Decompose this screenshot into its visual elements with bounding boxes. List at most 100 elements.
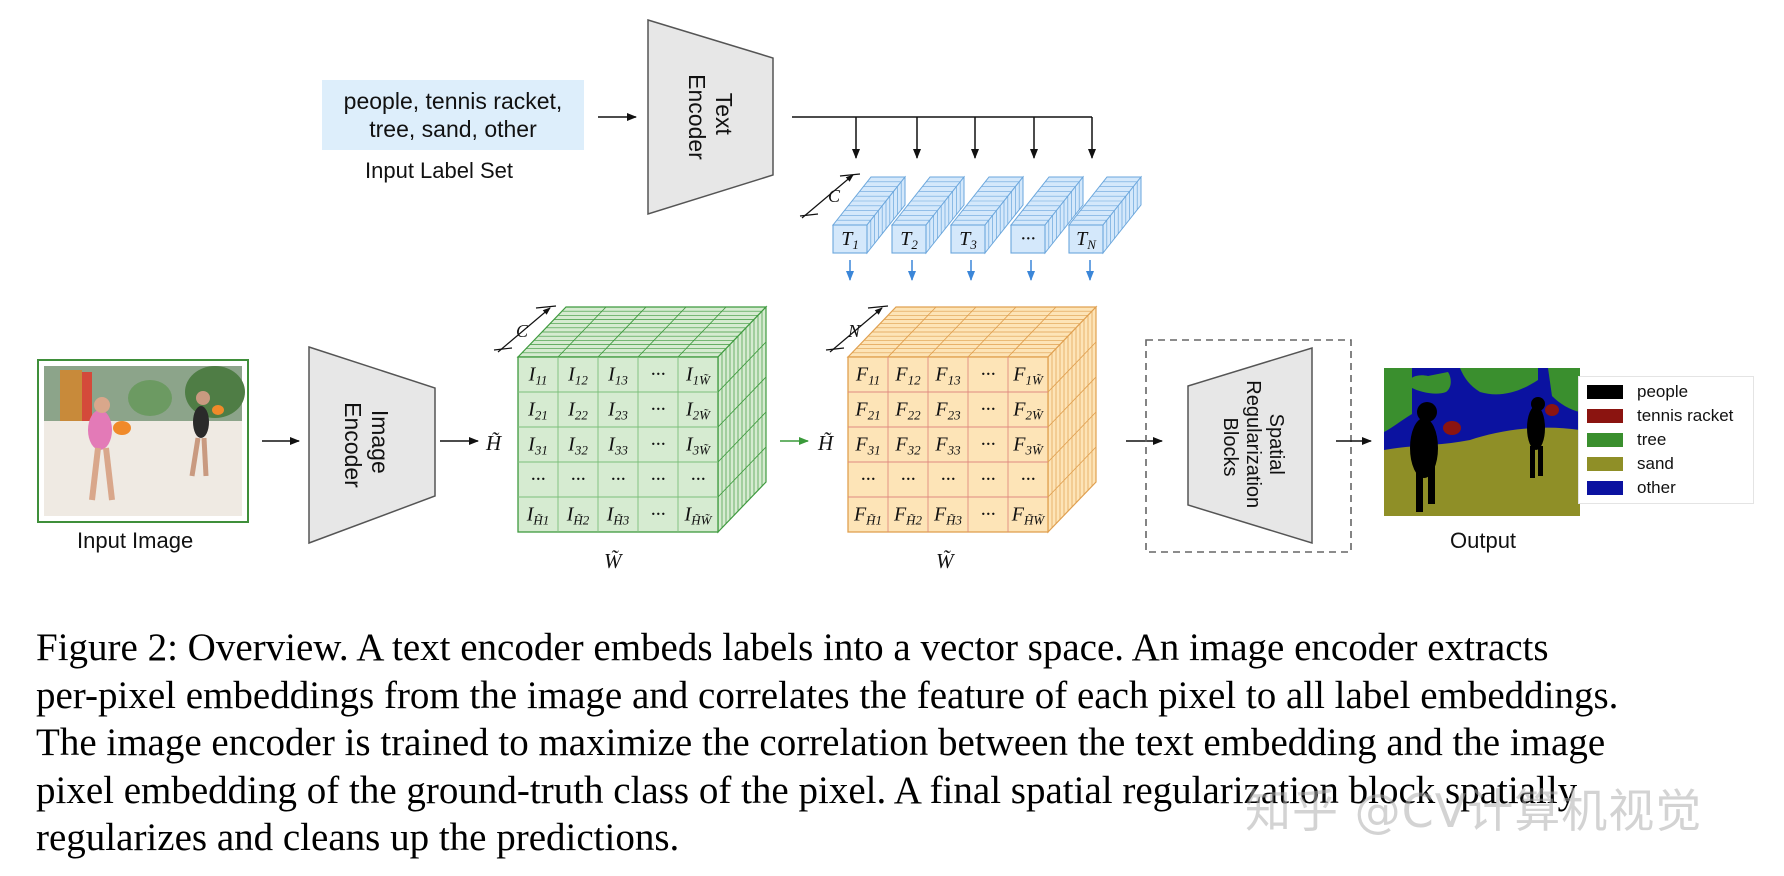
correlation-cell-1-4: ···: [981, 364, 996, 386]
correlation-cell-2-2: F22: [894, 399, 921, 423]
correlation-cell-5-5: FH̃W̃: [1011, 504, 1046, 528]
output-legend: people tennis racket tree sand other: [1578, 376, 1754, 504]
input-image: [37, 359, 249, 523]
image-embedding-cell-3-1: I31: [527, 434, 548, 458]
image-embedding-cell-2-4: ···: [651, 399, 666, 421]
correlation-depth: N: [825, 305, 889, 353]
input-label-line-2: tree, sand, other: [369, 116, 537, 142]
image-embedding-cell-2-3: I23: [607, 399, 628, 423]
correlation-cell-5-3: FH̃3: [933, 504, 963, 528]
correlation-cell-4-4: ···: [981, 469, 996, 491]
legend-swatch-sand: [1587, 457, 1623, 471]
text-embedding-bus: [792, 116, 1096, 159]
spatial-dashed-box: [1145, 339, 1352, 553]
image-embedding-cell-5-3: IH̃3: [606, 504, 630, 528]
image-embedding-cell-1-3: I13: [607, 364, 628, 388]
image-embedding-cell-1-1: I11: [528, 364, 548, 388]
image-embedding-cell-3-3: I33: [607, 434, 628, 458]
correlation-cell-5-4: ···: [981, 504, 996, 526]
legend-swatch-people: [1587, 385, 1623, 399]
overview-diagram: Text Encoder T1 T2 T3 ··· TN C: [37, 18, 1580, 573]
text-embedding-5: TN: [1067, 175, 1143, 255]
correlation-cell-3-1: F31: [854, 434, 880, 458]
image-embedding-cell-3-4: ···: [651, 434, 666, 456]
image-encoder-label: Image Encoder: [340, 402, 393, 488]
text-encoder: Text Encoder: [647, 18, 774, 216]
correlation-cell-1-5: F1W̃: [1012, 364, 1044, 388]
image-embedding-cell-3-5: I3W̃: [685, 434, 711, 458]
caption-line-4: pixel embedding of the ground-truth clas…: [36, 768, 1578, 812]
image-embedding-cell-5-4: ···: [651, 504, 666, 526]
spatial-trapezoid: [1187, 346, 1313, 545]
image-embedding-cell-1-5: I1W̃: [685, 364, 711, 388]
text-encoder-trapezoid: [647, 18, 774, 216]
correlation-cell-1-1: F11: [855, 364, 880, 388]
image-embedding-depth-label: C: [516, 321, 529, 341]
correlation-cell-4-1: ···: [861, 469, 876, 491]
correlation-cell-3-5: F3W̃: [1012, 434, 1044, 458]
correlation-cell-2-5: F2W̃: [1012, 399, 1044, 423]
legend-swatch-tree: [1587, 433, 1623, 447]
output-segmentation: [1384, 368, 1580, 516]
correlation-cell-3-2: F32: [894, 434, 921, 458]
blue-arrows: [846, 260, 1094, 281]
image-embedding-cell-2-5: I2W̃: [685, 399, 711, 423]
image-encoder: Image Encoder: [308, 345, 436, 545]
text-embedding-2: T2: [890, 175, 966, 255]
correlation-cell-4-2: ···: [901, 469, 916, 491]
correlation-cell-2-1: F21: [854, 399, 880, 423]
image-embedding-cell-5-1: IH̃1: [526, 504, 550, 528]
input-label-line-1: people, tennis racket,: [343, 88, 563, 114]
caption-line-1: Figure 2: Overview. A text encoder embed…: [36, 626, 1549, 669]
input-label-set-box: people, tennis racket, tree, sand, other: [322, 80, 584, 150]
image-embedding-cell-4-2: ···: [571, 469, 586, 491]
legend-item-other: other: [1587, 477, 1676, 499]
caption-line-5: regularizes and cleans up the prediction…: [36, 816, 680, 859]
image-embedding-cell-4-3: ···: [611, 469, 626, 491]
text-embedding-label-2: T2: [900, 228, 918, 252]
input-image-caption: Input Image: [77, 528, 194, 553]
image-embedding-cell-4-4: ···: [651, 469, 666, 491]
text-embedding-label-1: T1: [841, 228, 859, 252]
correlation-front-face: [847, 356, 1049, 533]
correlation-cell-2-4: ···: [981, 399, 996, 421]
text-embedding-label-3: T3: [959, 228, 977, 252]
correlation-cell-2-3: F23: [934, 399, 961, 423]
image-embedding-cell-5-5: IH̃W̃: [684, 504, 713, 528]
text-embedding-3: T3: [949, 175, 1025, 255]
legend-item-tree: tree: [1587, 429, 1666, 451]
legend-item-sand: sand: [1587, 453, 1674, 475]
image-embedding-cell-5-2: IH̃2: [566, 504, 590, 528]
text-embedding-label-5: TN: [1076, 228, 1097, 252]
image-embedding-cell-1-2: I12: [567, 364, 588, 388]
correlation-height-label: H̃: [817, 431, 835, 455]
text-embedding-label-4: ···: [1021, 228, 1036, 250]
figure-caption: Figure 2: Overview. A text encoder embed…: [36, 624, 1766, 862]
output-caption: Output: [1450, 528, 1517, 553]
image-encoder-trapezoid: [308, 345, 436, 545]
legend-item-people: people: [1587, 381, 1688, 403]
text-embedding-4: ···: [1009, 175, 1085, 255]
correlation-depth-label: N: [847, 321, 861, 341]
text-encoder-label: Text Encoder: [684, 74, 737, 160]
image-embedding-cell-4-5: ···: [691, 469, 706, 491]
text-embedding-depth-label: C: [828, 186, 841, 206]
image-embedding-cell-1-4: ···: [651, 364, 666, 386]
image-embedding-height-label: H̃: [485, 431, 503, 455]
text-embedding-1: T1: [831, 175, 907, 255]
image-embedding-cell-4-1: ···: [531, 469, 546, 491]
spatial-regularization: Spatial Regularization Blocks: [1145, 339, 1352, 553]
legend-swatch-tennis-racket: [1587, 409, 1623, 423]
watermark: 知乎 @CV计算机视觉: [1245, 784, 1703, 838]
text-embeddings: T1 T2 T3 ··· TN: [831, 175, 1143, 255]
image-embedding-width-label: W̃: [604, 549, 624, 573]
correlation-cell-1-3: F13: [934, 364, 961, 388]
caption-line-3: The image encoder is trained to maximize…: [36, 721, 1606, 764]
correlation-cell-5-2: FH̃2: [893, 504, 923, 528]
correlation-cell-4-3: ···: [941, 469, 956, 491]
caption-line-2: per-pixel embeddings from the image and …: [36, 673, 1619, 717]
legend-item-tennis-racket: tennis racket: [1587, 405, 1733, 427]
image-embedding-front-face: [517, 356, 719, 533]
